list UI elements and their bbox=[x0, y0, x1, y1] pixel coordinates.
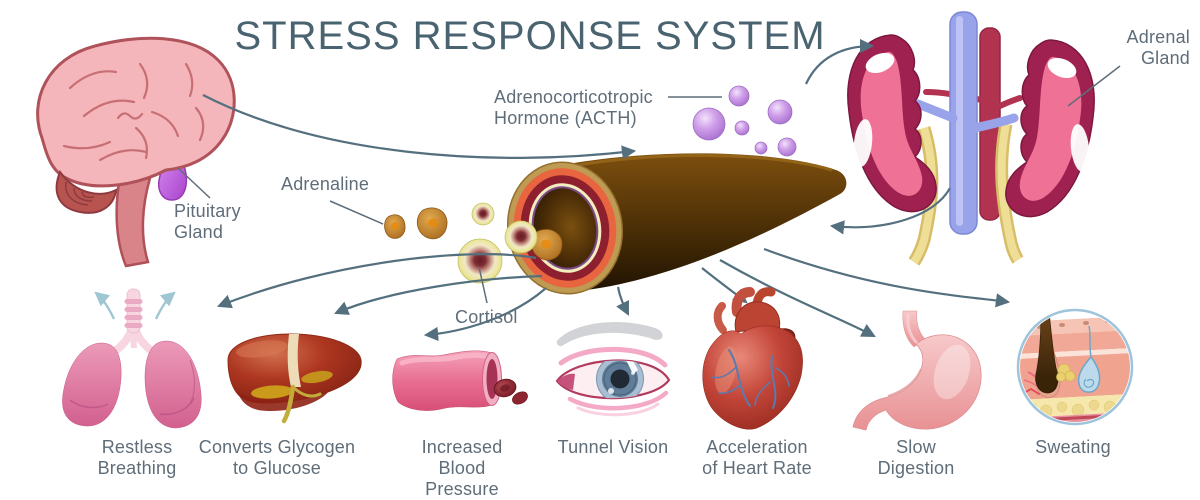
label-pituitary-gland: Pituitary Gland bbox=[174, 201, 241, 242]
arrow-to-lungs bbox=[217, 253, 537, 309]
vena-cava-shape bbox=[949, 11, 978, 235]
label-adrenal-gland: Adrenal Gland bbox=[1126, 27, 1190, 68]
kidney-left bbox=[847, 34, 937, 213]
pointer-lines bbox=[177, 65, 1121, 304]
arrow-adrenal-to-bloodstream bbox=[829, 187, 951, 235]
label-cortisol: Cortisol bbox=[455, 307, 518, 327]
label-increased-blood-pressure: Increased Blood Pressure bbox=[421, 437, 503, 499]
arrow-to-stomach bbox=[719, 259, 876, 338]
label-acth: Adrenocorticotropic Hormone (ACTH) bbox=[494, 87, 653, 128]
stomach-icon bbox=[852, 310, 982, 431]
adrenaline-blobs bbox=[384, 207, 563, 261]
label-sweating: Sweating bbox=[1035, 437, 1111, 457]
pointer-pituitary bbox=[177, 167, 211, 199]
cortisol-spheres bbox=[457, 202, 538, 284]
label-tunnel-vision: Tunnel Vision bbox=[557, 437, 669, 457]
pointer-cortisol bbox=[478, 266, 488, 304]
bloodstream-vessel-illustration bbox=[506, 153, 847, 295]
brain-icon bbox=[36, 36, 236, 268]
label-heart-rate: Acceleration of Heart Rate bbox=[702, 437, 812, 478]
liver-icon bbox=[227, 333, 362, 424]
arrow-to-skin bbox=[763, 247, 1011, 308]
brainstem-shape bbox=[115, 174, 152, 268]
heart-icon bbox=[702, 287, 803, 430]
blood-pressure-vessel-icon bbox=[392, 350, 528, 411]
flow-arrows bbox=[202, 38, 1011, 342]
falciform-ligament bbox=[287, 334, 301, 387]
pointer-adrenaline bbox=[329, 200, 384, 225]
hair-follicle bbox=[1035, 312, 1059, 394]
arrow-to-eye bbox=[616, 286, 629, 316]
brain-gyri-lines bbox=[62, 62, 205, 162]
pupil-shape bbox=[610, 369, 630, 389]
arrow-to-blood-pressure bbox=[423, 287, 547, 342]
label-slow-digestion: Slow Digestion bbox=[877, 437, 955, 478]
blood-cells bbox=[493, 378, 528, 405]
arrow-to-liver bbox=[334, 274, 543, 315]
coronary-veins bbox=[711, 349, 790, 409]
sebaceous-gland bbox=[1056, 363, 1076, 382]
lungs-icon bbox=[62, 288, 202, 429]
eyebrow-shape bbox=[556, 322, 663, 347]
label-converts-glycogen: Converts Glycogen to Glucose bbox=[198, 437, 356, 478]
pointer-adrenal bbox=[1067, 65, 1121, 107]
eye-icon bbox=[555, 322, 671, 417]
label-adrenaline: Adrenaline bbox=[281, 174, 370, 194]
label-restless-breathing: Restless Breathing bbox=[97, 437, 177, 478]
arrow-brain-to-acth bbox=[202, 94, 637, 160]
bile-duct bbox=[281, 384, 296, 424]
kidneys-icon bbox=[847, 11, 1095, 266]
breath-arrows bbox=[94, 291, 176, 320]
skin-icon bbox=[1016, 308, 1134, 426]
bile-patch bbox=[251, 385, 293, 399]
acth-bubbles bbox=[692, 85, 797, 157]
kidney-right bbox=[1005, 39, 1095, 218]
page-title: STRESS RESPONSE SYSTEM bbox=[234, 14, 826, 58]
cerebellum-shape bbox=[55, 169, 118, 214]
arrow-acth-to-adrenal bbox=[805, 38, 875, 85]
